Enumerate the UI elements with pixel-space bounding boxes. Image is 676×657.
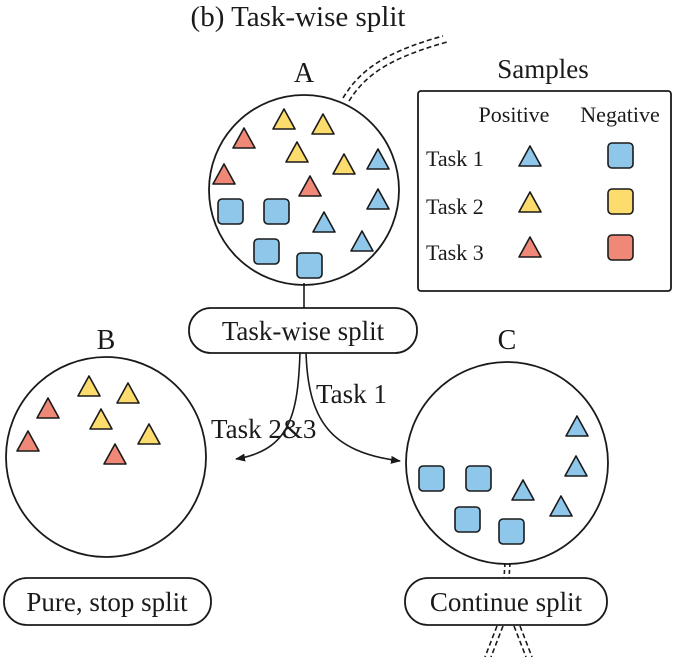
node-c-label: C (498, 325, 517, 356)
sample-positive-task1-icon (565, 415, 589, 437)
split-box (188, 307, 418, 354)
legend-negative-task1-icon (607, 142, 634, 169)
sample-negative-task1-icon (465, 465, 492, 492)
sample-positive-task1-icon (366, 148, 390, 170)
sample-positive-task2-icon (311, 113, 335, 135)
legend-title: Samples (497, 54, 589, 84)
node-b-samples (16, 375, 161, 465)
sample-positive-task3-icon (212, 163, 236, 185)
sample-positive-task3-icon (232, 127, 256, 149)
node-c-circle (405, 361, 609, 565)
pure-box-label: Pure, stop split (26, 587, 188, 617)
sample-negative-task1-icon (296, 252, 323, 279)
sample-positive-task1-icon (366, 188, 390, 210)
continuation-line-bottom (484, 562, 533, 657)
sample-positive-task2-icon (332, 153, 356, 175)
sample-positive-task1-icon (511, 479, 535, 501)
sample-positive-task1-icon (350, 230, 374, 252)
legend-positive-task2-icon (518, 191, 542, 213)
sample-positive-task2-icon (89, 408, 113, 430)
sample-positive-task2-icon (272, 108, 296, 130)
legend-positive-header: Positive (479, 102, 550, 127)
sample-positive-task2-icon (285, 141, 309, 163)
sample-positive-task3-icon (103, 443, 127, 465)
sample-negative-task1-icon (217, 198, 244, 225)
node-a-label: A (294, 58, 315, 89)
node-c-samples (418, 415, 589, 545)
legend-negative-header: Negative (580, 102, 659, 127)
legend-positive-task3-icon (518, 236, 542, 258)
node-b-label: B (97, 325, 116, 356)
sample-positive-task2-icon (116, 382, 140, 404)
sample-negative-task1-icon (263, 198, 290, 225)
edge-to-b (235, 351, 301, 462)
edge-label-task23: Task 2&3 (211, 414, 316, 444)
node-b-circle (5, 356, 207, 558)
edge-to-c (305, 351, 401, 464)
sample-positive-task1-icon (564, 455, 588, 477)
sample-positive-task2-icon (77, 375, 101, 397)
sample-positive-task2-icon (137, 423, 161, 445)
sample-negative-task1-icon (418, 465, 445, 492)
pure-box (3, 577, 212, 626)
split-box-label: Task-wise split (222, 316, 385, 346)
figure-title: (b) Task-wise split (191, 1, 406, 33)
legend: Samples Positive Negative Task 1 Task 2 … (417, 54, 672, 292)
continue-box-label: Continue split (430, 587, 583, 617)
legend-positive-task1-icon (518, 145, 542, 167)
continue-box (404, 577, 608, 626)
sample-positive-task3-icon (298, 175, 322, 197)
sample-positive-task1-icon (312, 211, 336, 233)
node-a-circle (208, 94, 400, 286)
sample-positive-task3-icon (36, 397, 60, 419)
sample-positive-task1-icon (549, 495, 573, 517)
continuation-line-top (342, 35, 448, 102)
legend-negative-task2-icon (607, 188, 634, 215)
sample-negative-task1-icon (498, 518, 525, 545)
legend-negative-task3-icon (607, 234, 634, 261)
sample-negative-task1-icon (253, 238, 280, 265)
legend-row-label: Task 1 (426, 146, 484, 171)
legend-row-label: Task 3 (426, 240, 484, 265)
legend-row-label: Task 2 (426, 194, 484, 219)
edge-label-task1: Task 1 (316, 379, 387, 409)
sample-negative-task1-icon (454, 506, 481, 533)
sample-positive-task3-icon (16, 430, 40, 452)
node-a-samples (212, 108, 390, 279)
